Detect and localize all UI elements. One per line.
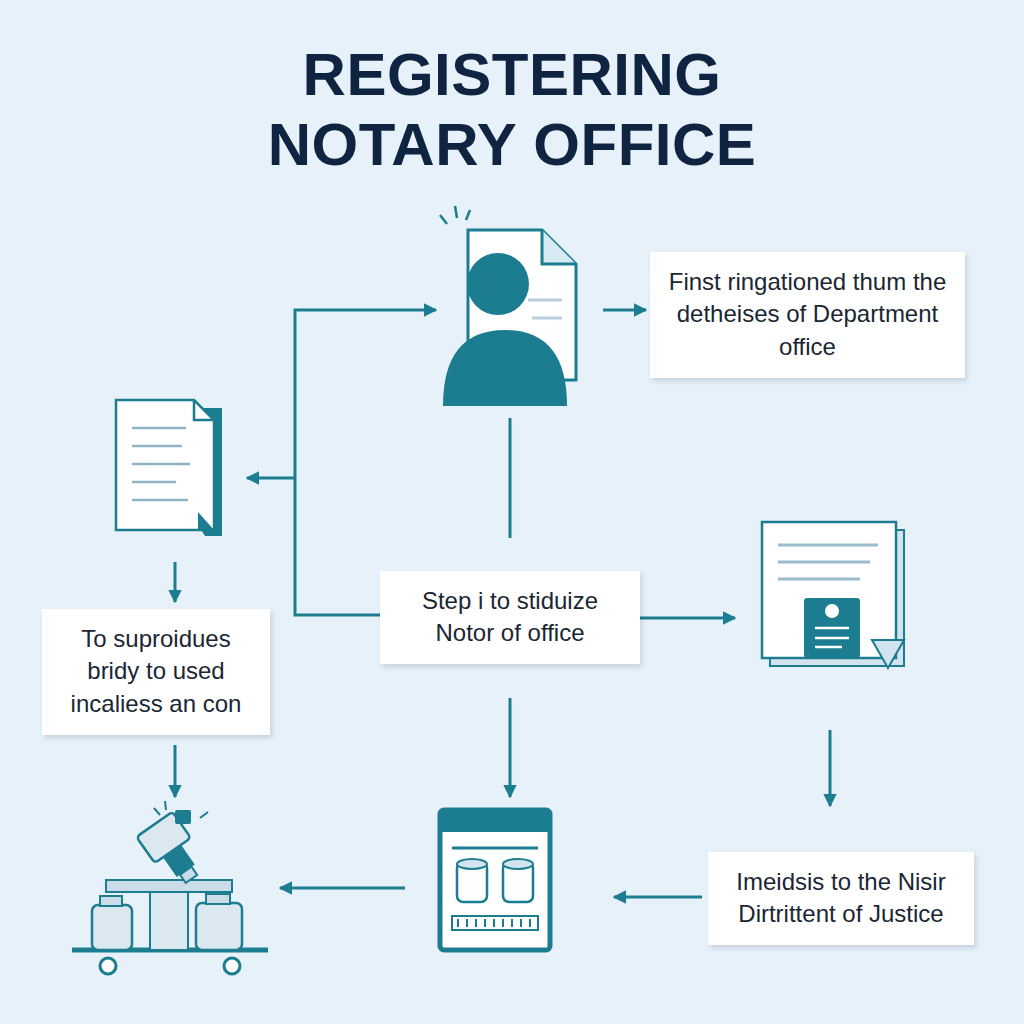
flow-arrow bbox=[640, 617, 735, 620]
art-shape bbox=[154, 801, 208, 818]
flow-line bbox=[509, 418, 512, 538]
art-shape bbox=[440, 215, 447, 224]
art-shape bbox=[458, 919, 530, 927]
art-shape bbox=[92, 905, 132, 950]
art-shape bbox=[100, 958, 116, 974]
art-shape bbox=[815, 627, 849, 630]
art-shape bbox=[457, 919, 459, 927]
art-shape bbox=[154, 808, 160, 815]
art-shape bbox=[132, 428, 190, 500]
art-shape bbox=[503, 859, 533, 869]
art-shape bbox=[132, 463, 190, 466]
server-window-icon bbox=[440, 810, 550, 950]
art-shape bbox=[529, 919, 531, 927]
art-shape bbox=[224, 958, 240, 974]
person-document-icon bbox=[440, 206, 576, 406]
art-shape bbox=[150, 892, 188, 950]
art-shape bbox=[467, 253, 529, 315]
art-shape bbox=[511, 919, 513, 927]
flow-arrow bbox=[603, 309, 646, 312]
art-shape bbox=[180, 867, 197, 883]
box-text: Finst ringationed thum the detheises of … bbox=[662, 266, 953, 363]
flow-arrow bbox=[174, 745, 177, 797]
flow-arrow bbox=[829, 730, 832, 806]
art-shape bbox=[196, 903, 242, 950]
machine-icon bbox=[72, 801, 268, 974]
art-shape bbox=[815, 637, 849, 640]
art-shape bbox=[443, 330, 567, 406]
art-shape bbox=[198, 512, 214, 530]
art-shape bbox=[762, 522, 896, 658]
art-shape bbox=[457, 859, 487, 869]
art-shape bbox=[132, 445, 182, 448]
art-shape bbox=[484, 919, 486, 927]
diagram-title: REGISTERING NOTARY OFFICE bbox=[232, 40, 792, 180]
box-text: Step i to stiduize Notor of office bbox=[392, 585, 628, 650]
art-shape bbox=[194, 400, 214, 420]
process-box: Imeidsis to the Nisir Dirtrittent of Jus… bbox=[708, 852, 974, 945]
art-shape bbox=[778, 561, 870, 564]
document-icon bbox=[116, 400, 222, 536]
art-shape bbox=[804, 598, 860, 658]
art-shape bbox=[452, 916, 538, 930]
flow-arrow bbox=[174, 562, 177, 602]
art-shape bbox=[532, 317, 562, 320]
art-shape bbox=[440, 810, 550, 950]
box-text: To suproidues bridy to used incaliess an… bbox=[54, 623, 258, 720]
art-shape bbox=[106, 880, 232, 892]
art-shape bbox=[528, 299, 562, 302]
art-shape bbox=[542, 230, 576, 264]
process-box: Step i to stiduize Notor of office bbox=[380, 571, 640, 664]
art-shape bbox=[778, 544, 878, 547]
art-shape bbox=[132, 499, 188, 502]
art-shape bbox=[778, 545, 878, 579]
certificate-icon bbox=[762, 522, 904, 668]
flow-arrow bbox=[295, 310, 436, 615]
art-shape bbox=[132, 427, 186, 430]
art-shape bbox=[100, 896, 122, 906]
art-shape bbox=[206, 894, 230, 904]
flow-arrow bbox=[247, 477, 295, 480]
art-shape bbox=[502, 919, 504, 927]
art-shape bbox=[136, 812, 210, 891]
art-shape bbox=[200, 812, 208, 818]
diagram-title-block: REGISTERING NOTARY OFFICE bbox=[0, 40, 1024, 180]
art-shape bbox=[175, 810, 191, 824]
art-shape bbox=[872, 640, 904, 668]
flow-arrow bbox=[280, 887, 405, 890]
art-shape bbox=[475, 919, 477, 927]
flow-arrow bbox=[614, 896, 702, 899]
art-shape bbox=[116, 400, 214, 530]
art-shape bbox=[825, 604, 839, 618]
art-shape bbox=[466, 919, 468, 927]
art-shape bbox=[440, 810, 550, 832]
art-shape bbox=[520, 919, 522, 927]
art-shape bbox=[132, 481, 176, 484]
art-shape bbox=[455, 206, 457, 218]
flow-arrow bbox=[509, 698, 512, 797]
art-shape bbox=[778, 578, 860, 581]
box-text: Imeidsis to the Nisir Dirtrittent of Jus… bbox=[720, 866, 962, 931]
process-box: To suproidues bridy to used incaliess an… bbox=[42, 609, 270, 735]
art-shape bbox=[815, 646, 842, 649]
art-shape bbox=[452, 847, 538, 850]
art-shape bbox=[493, 919, 495, 927]
process-box: Finst ringationed thum the detheises of … bbox=[650, 252, 965, 378]
art-shape bbox=[165, 801, 166, 810]
art-shape bbox=[466, 210, 470, 220]
